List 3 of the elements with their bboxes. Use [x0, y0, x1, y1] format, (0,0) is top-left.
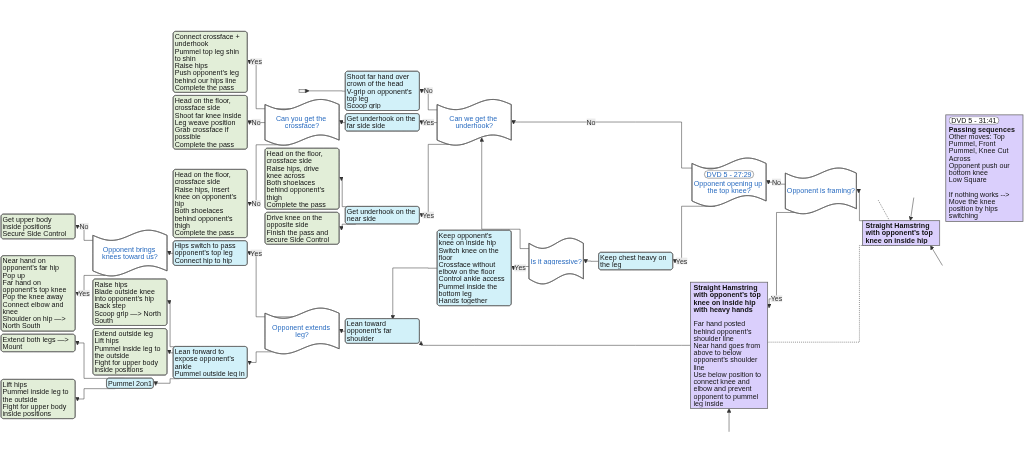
node-box — [298, 89, 306, 93]
arrow — [167, 349, 174, 355]
connector — [878, 199, 890, 221]
